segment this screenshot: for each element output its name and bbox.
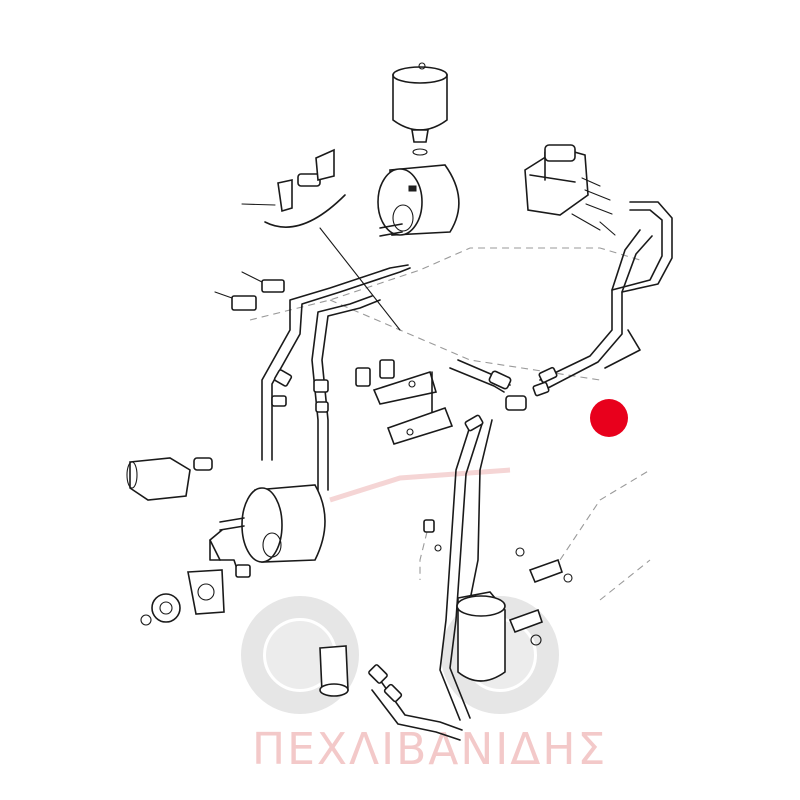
watermark-gear-left bbox=[241, 596, 359, 714]
pipe-lines bbox=[209, 201, 673, 741]
pipe-fittings bbox=[235, 366, 558, 703]
pump-gear-flange bbox=[140, 569, 225, 626]
small-hardware-right bbox=[423, 519, 573, 646]
hydraulic-pump-upper bbox=[377, 164, 460, 237]
small-hardware-left bbox=[214, 271, 285, 311]
watermark-roof bbox=[329, 467, 511, 503]
hydraulic-pump-lower bbox=[126, 457, 326, 563]
highlight-marker bbox=[590, 399, 628, 437]
steering-valve-unit bbox=[524, 144, 616, 236]
mounting-brackets bbox=[355, 359, 454, 445]
oil-filter bbox=[392, 62, 448, 156]
watermark-text: ΠΕΧΛΙΒΑΝΙΔΗΣ bbox=[252, 724, 607, 775]
steering-cylinder bbox=[319, 591, 506, 697]
bracket-detail-callout bbox=[241, 148, 401, 331]
